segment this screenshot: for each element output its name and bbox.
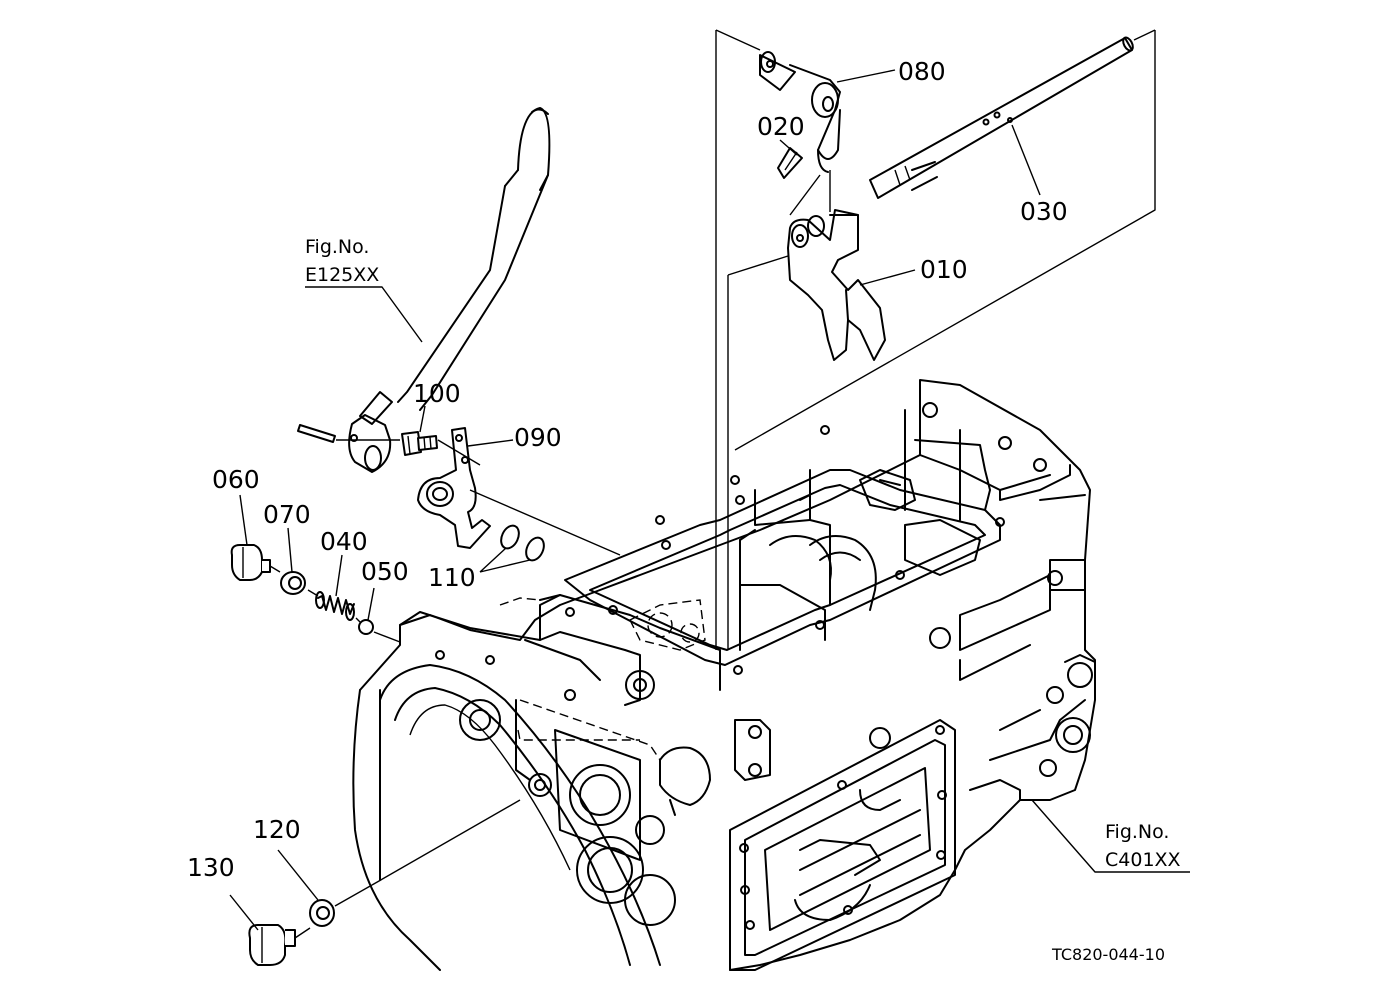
shift-lever-assembly [297,107,551,473]
callout-110: 110 [428,563,476,592]
callout-050: 050 [361,557,409,586]
drawing-code: TC820-044-10 [1051,945,1165,964]
figure-ref-c401xx-line1: Fig.No. [1105,821,1169,843]
callout-100: 100 [413,379,461,408]
callout-120: 120 [253,815,301,844]
plate-and-seal-parts [336,427,621,562]
figure-ref-e125xx-line1: Fig.No. [305,236,369,258]
callout-040: 040 [320,527,368,556]
detent-parts [230,544,401,643]
callout-090: 090 [514,423,562,452]
callout-080: 080 [898,57,946,86]
callout-030: 030 [1020,197,1068,226]
shift-fork-parts [715,29,1156,650]
callout-020: 020 [757,112,805,141]
transmission-case [352,379,1096,971]
callout-130: 130 [187,853,235,882]
callout-010: 010 [920,255,968,284]
callout-070: 070 [263,500,311,529]
figure-ref-e125xx-line2: E125XX [305,264,379,286]
figure-ref-c401xx-line2: C401XX [1105,849,1181,871]
callout-060: 060 [212,465,260,494]
leader-lines [229,69,1190,931]
